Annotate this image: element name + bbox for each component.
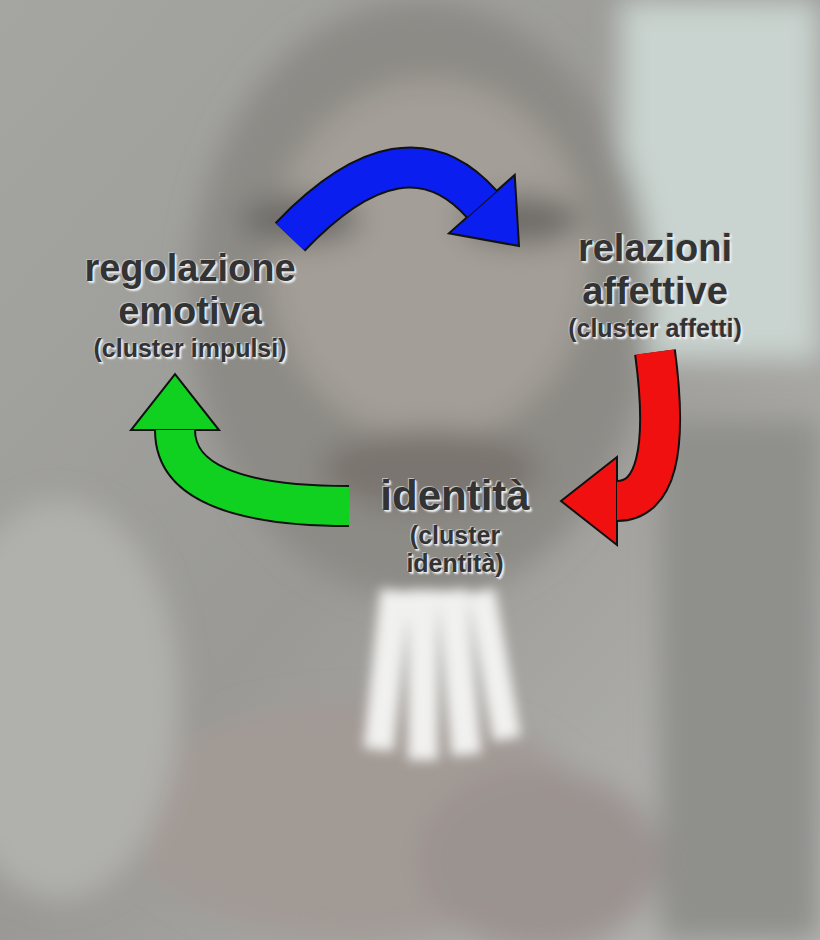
cycle-arrow <box>290 167 519 246</box>
concept-node: identità(cluster identità) <box>355 466 555 583</box>
concept-node: relazioni affettive(cluster affetti) <box>525 221 785 348</box>
concept-node: regolazione emotiva(cluster impulsi) <box>40 241 340 368</box>
cycle-arrow <box>131 374 349 506</box>
cycle-arrow <box>561 352 660 545</box>
cluster-label: (cluster impulsi) <box>48 334 332 362</box>
cluster-label: (cluster affetti) <box>533 314 777 342</box>
cluster-label: (cluster identità) <box>363 521 547 577</box>
node-title: relazioni affettive <box>533 227 777 312</box>
node-title: regolazione emotiva <box>48 247 332 332</box>
node-title: identità <box>363 472 547 519</box>
